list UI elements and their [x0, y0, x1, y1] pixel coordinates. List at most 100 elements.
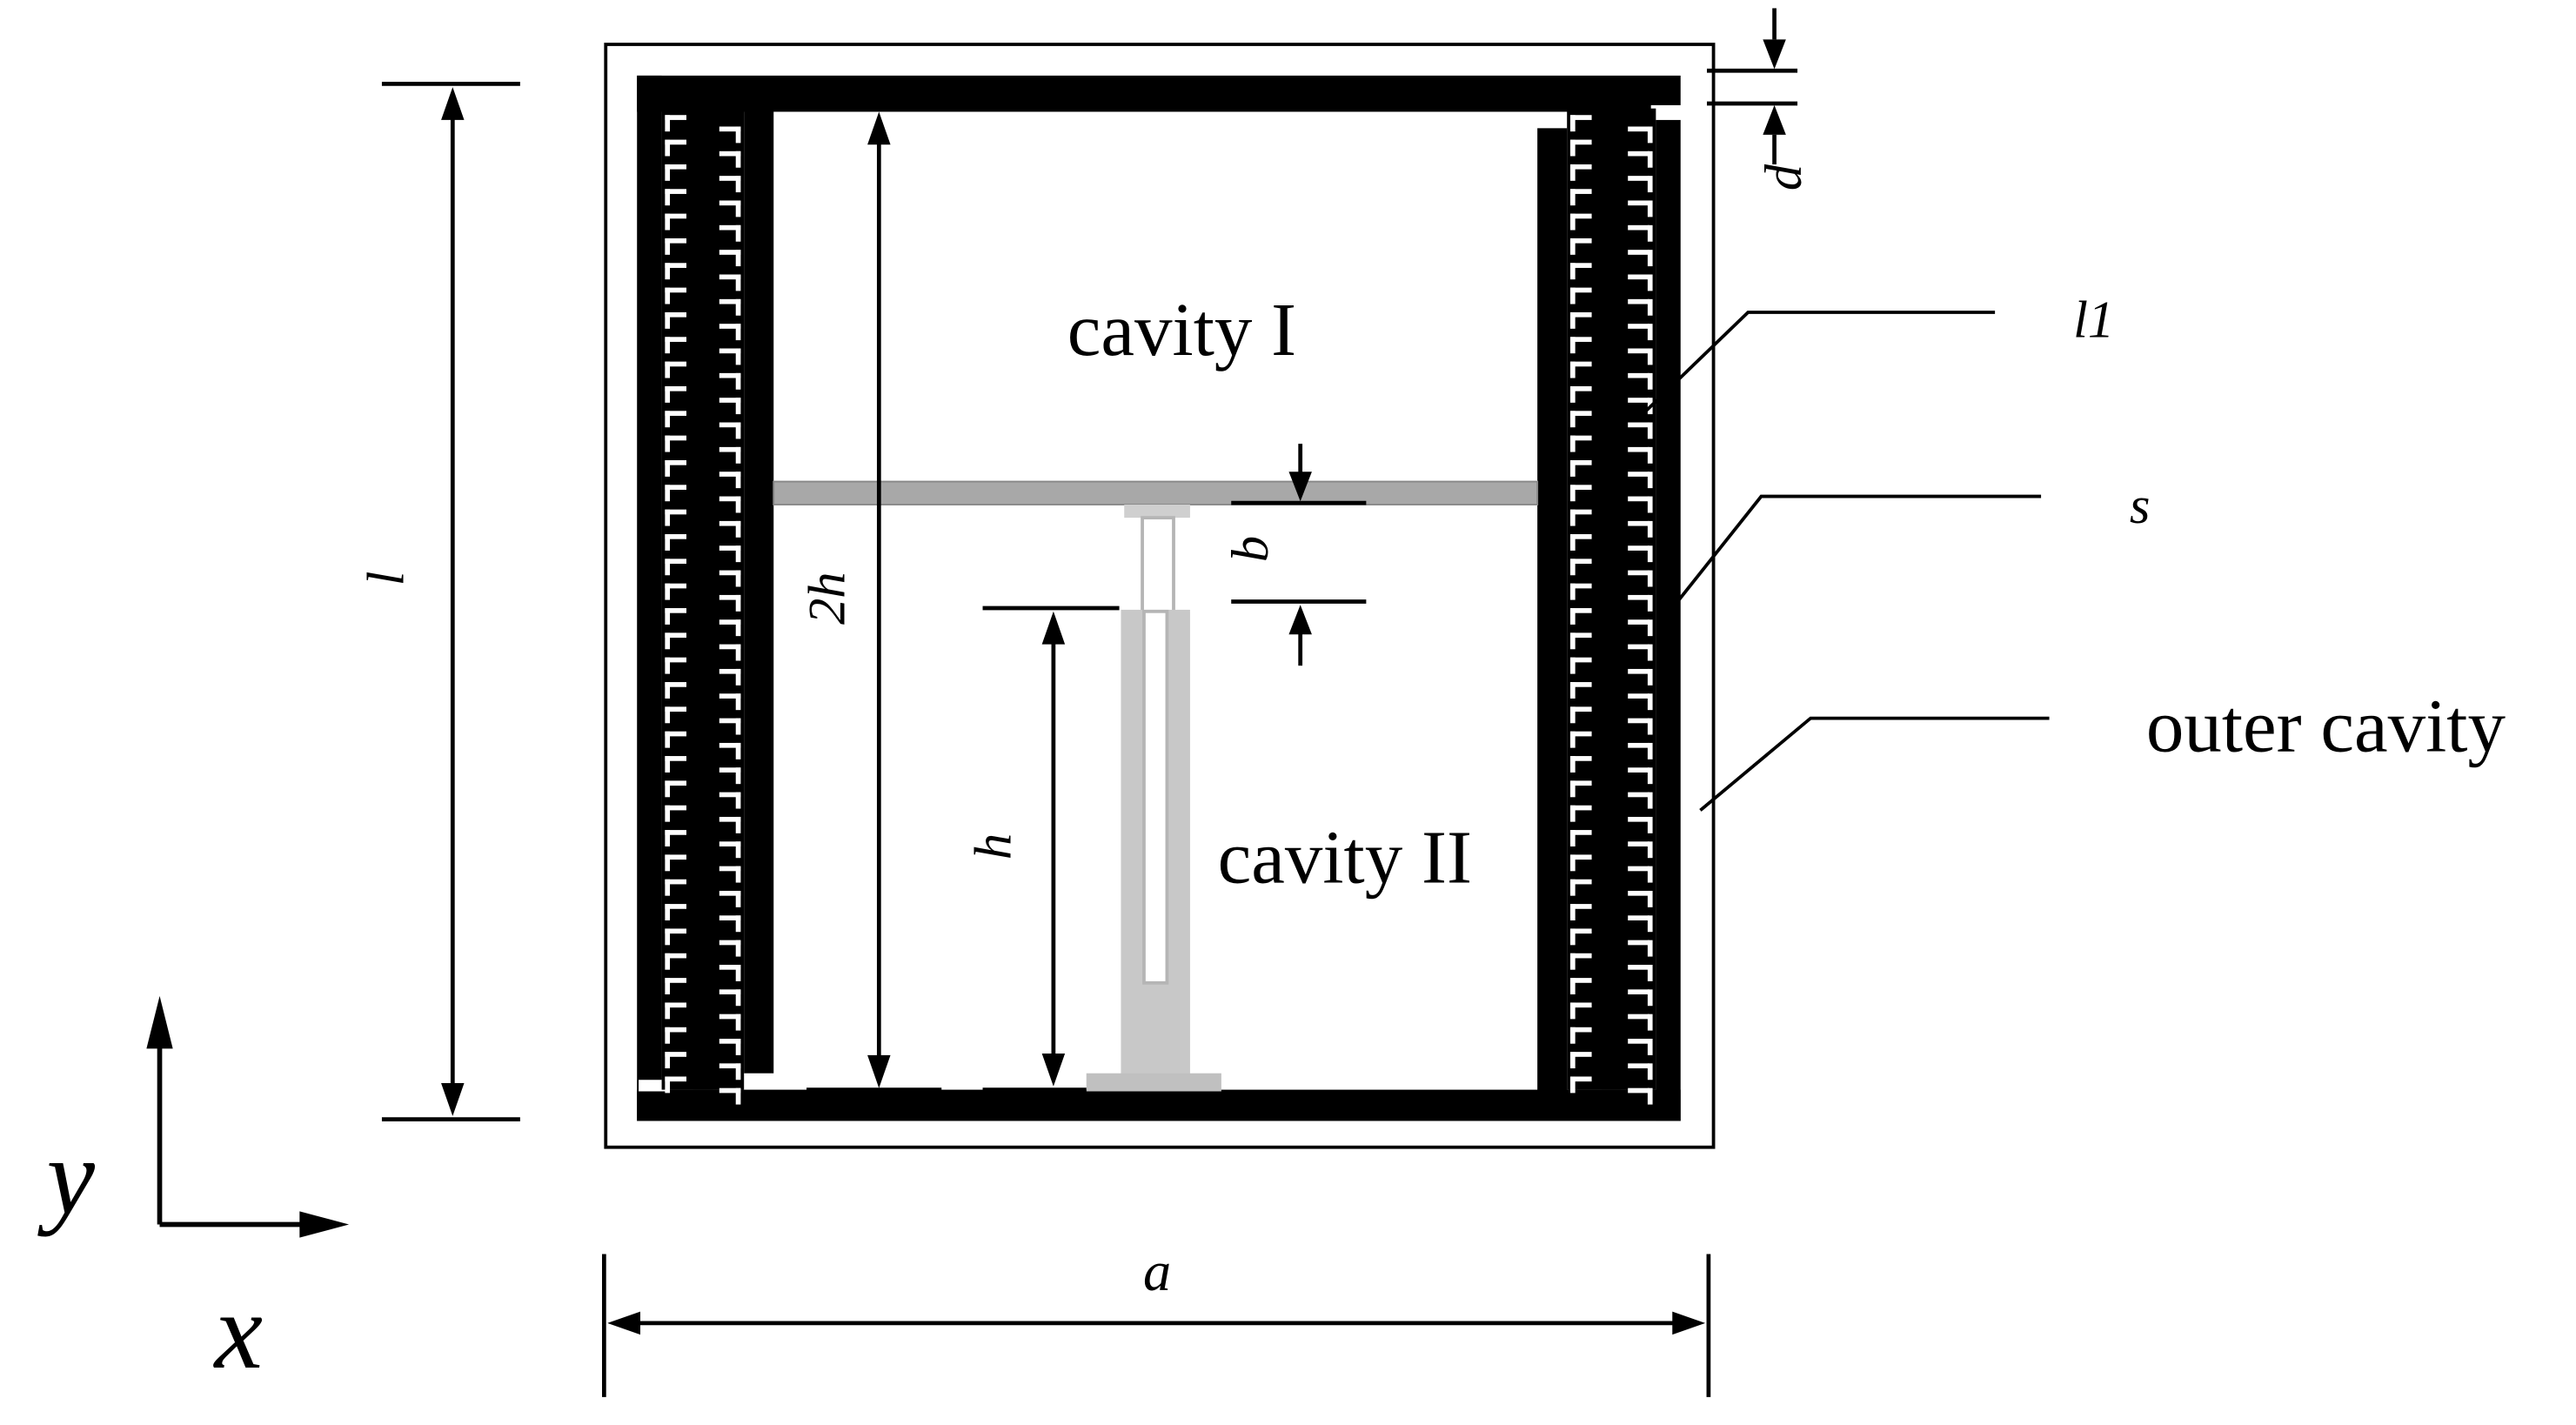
meander-gap	[665, 361, 671, 378]
meander-gap	[1569, 361, 1592, 367]
meander-gap	[665, 287, 671, 304]
meander-gap	[1647, 324, 1653, 341]
meander-gap	[1569, 978, 1592, 983]
meander-gap	[1647, 446, 1653, 464]
dimension-d	[1707, 8, 1798, 164]
meander-gap	[735, 1014, 741, 1031]
outer-cavity-label: outer cavity	[2146, 684, 2506, 767]
meander-gap	[719, 200, 741, 206]
meander-gap	[719, 940, 741, 946]
meander-gap	[1569, 485, 1592, 491]
meander-gap	[1569, 311, 1576, 329]
meander-gap	[1569, 115, 1592, 120]
meander-gap	[665, 485, 671, 502]
meander-gap	[719, 1039, 741, 1044]
meander-gap	[1647, 200, 1653, 217]
meander-gap	[1569, 164, 1592, 170]
meander-gap	[1647, 940, 1653, 957]
meander-gap	[1569, 189, 1592, 194]
meander-gap	[1628, 398, 1649, 403]
meander-gap	[1628, 1039, 1649, 1044]
meander-gap	[665, 534, 671, 551]
meander-gap	[719, 372, 741, 378]
dimension-2h	[806, 111, 942, 1092]
meander-gap	[665, 238, 671, 255]
meander-gap	[1569, 830, 1576, 846]
meander-gap	[1647, 866, 1653, 883]
meander-gap	[1628, 224, 1649, 231]
meander-gap	[1628, 545, 1649, 551]
meander-gap	[665, 385, 671, 403]
meander-gap	[665, 879, 671, 896]
meander-gap	[665, 263, 686, 268]
meander-gap	[1569, 706, 1576, 724]
meander-gap	[735, 816, 741, 833]
meander-gap	[719, 816, 741, 822]
x-axis-label: x	[213, 1271, 263, 1391]
meander-gap	[735, 1039, 741, 1055]
meander-gap	[665, 706, 686, 712]
meander-gap	[1647, 496, 1653, 513]
meander-gap	[1569, 361, 1576, 378]
meander-gap	[1628, 324, 1649, 329]
meander-gap	[1569, 1002, 1592, 1008]
2h-dimension-label: 2h	[799, 572, 857, 624]
meander-gap	[719, 989, 741, 995]
meander-gap	[1628, 1063, 1649, 1069]
meander-gap	[1647, 520, 1653, 538]
meander-gap	[1569, 904, 1592, 909]
dimension-b	[1231, 444, 1367, 666]
meander-gap	[719, 866, 741, 872]
meander-gap	[665, 459, 671, 477]
meander-gap	[719, 250, 741, 255]
meander-gap	[1569, 1027, 1576, 1044]
meander-gap	[1569, 1052, 1576, 1069]
meander-gap	[665, 805, 671, 822]
meander-gap	[719, 718, 741, 724]
meander-gap	[1569, 213, 1592, 219]
coordinate-axes	[146, 995, 350, 1238]
meander-gap	[719, 792, 741, 798]
meander-gap	[1569, 583, 1576, 600]
right-meander-line	[1567, 108, 1656, 1105]
comb-spine	[1601, 108, 1622, 1090]
meander-gap	[1628, 767, 1649, 773]
meander-gap	[1569, 657, 1576, 674]
meander-gap	[735, 545, 741, 563]
meander-gap	[1647, 570, 1653, 587]
meander-gap	[735, 472, 741, 489]
meander-gap	[1569, 534, 1592, 539]
meander-gap	[665, 632, 671, 650]
meander-gap	[1569, 459, 1592, 465]
meander-gap	[1647, 644, 1653, 661]
meander-gap	[1569, 780, 1576, 798]
meander-gap	[735, 274, 741, 291]
meander-gap	[1647, 422, 1653, 439]
meander-gap	[1628, 866, 1649, 872]
meander-gap	[665, 311, 671, 329]
meander-gap	[1628, 965, 1649, 970]
meander-gap	[719, 224, 741, 231]
meander-gap	[665, 608, 686, 613]
meander-gap	[1569, 509, 1576, 526]
meander-gap	[735, 619, 741, 637]
cavity-1-label: cavity I	[1067, 288, 1296, 371]
meander-gap	[665, 953, 686, 959]
post-rod-upper	[1141, 516, 1175, 615]
meander-gap	[1569, 928, 1592, 934]
meander-gap	[1647, 915, 1653, 933]
s-label: s	[2130, 477, 2151, 535]
meander-gap	[665, 1002, 671, 1020]
meander-gap	[1628, 940, 1649, 946]
meander-gap	[1628, 126, 1649, 132]
meander-gap	[1569, 953, 1592, 959]
meander-gap	[719, 594, 741, 600]
meander-gap	[1569, 608, 1576, 625]
meander-gap	[719, 176, 741, 181]
meander-gap	[665, 287, 686, 293]
meander-gap	[1569, 485, 1576, 502]
meander-gap	[735, 324, 741, 341]
leader-s	[1670, 494, 2042, 610]
meander-gap	[665, 385, 686, 391]
